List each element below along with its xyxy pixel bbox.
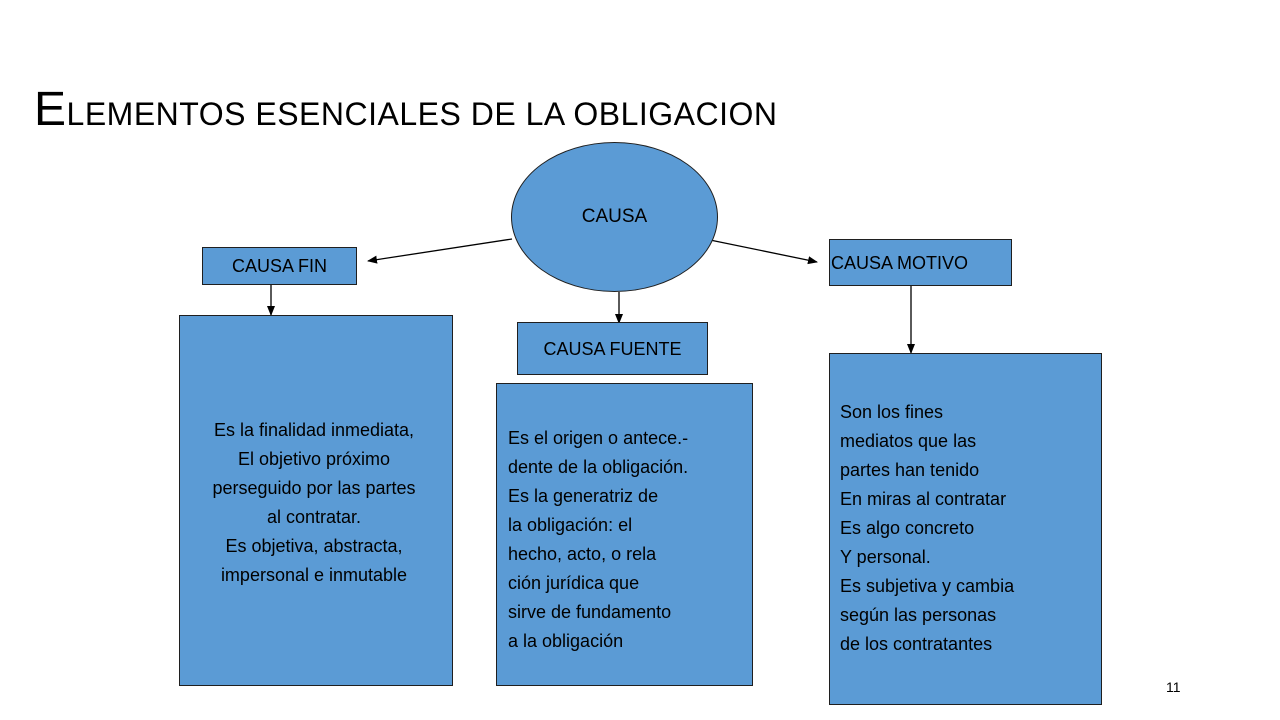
fuente-line: Es el origen o antece.- [508, 428, 689, 448]
causa-fin-node: CAUSA FIN [202, 247, 357, 285]
fuente-line: dente de la obligación. [508, 457, 689, 477]
motivo-line: según las personas [840, 605, 997, 625]
motivo-line: partes han tenido [840, 460, 980, 480]
fuente-line: a la obligación [508, 631, 624, 651]
title-rest: LEMENTOS ESENCIALES DE LA OBLIGACION [66, 96, 778, 132]
motivo-line: Es algo concreto [840, 518, 975, 538]
motivo-line: Son los fines [840, 402, 944, 422]
motivo-line: de los contratantes [840, 634, 993, 654]
causa-fuente-node: CAUSA FUENTE [517, 322, 708, 375]
causa-fuente-description: Es el origen o antece.- dente de la obli… [496, 383, 753, 686]
fin-line: Es la finalidad inmediata, [213, 420, 415, 440]
fin-line: al contratar. [266, 507, 362, 527]
fuente-line: ción jurídica que [508, 573, 640, 593]
fin-line: Es objetiva, abstracta, [225, 536, 403, 556]
motivo-line: Es subjetiva y cambia [840, 576, 1015, 596]
causa-fin-description: Es la finalidad inmediata, El objetivo p… [179, 315, 453, 686]
causa-motivo-node: CAUSA MOTIVO [829, 239, 1012, 286]
page-number: 11 [1166, 679, 1181, 695]
causa-node: CAUSA [511, 142, 718, 292]
motivo-line: En miras al contratar [840, 489, 1007, 509]
motivo-line: mediatos que las [840, 431, 977, 451]
arrow-to-causa-motivo [709, 239, 818, 265]
motivo-line: Y personal. [840, 547, 931, 567]
fuente-line: la obligación: el [508, 515, 633, 535]
fin-line: perseguido por las partes [212, 478, 416, 498]
slide-title: ELEMENTOS ESENCIALES DE LA OBLIGACION [34, 82, 777, 137]
arrow-to-causa-fin [367, 238, 513, 264]
title-initial: E [34, 83, 67, 136]
causa-motivo-description: Son los fines mediatos que las partes ha… [829, 353, 1102, 705]
fin-line: impersonal e inmutable [220, 565, 408, 585]
fuente-line: sirve de fundamento [508, 602, 672, 622]
fin-line: El objetivo próximo [237, 449, 391, 469]
fuente-line: Es la generatriz de [508, 486, 659, 506]
fuente-line: hecho, acto, o rela [508, 544, 657, 564]
